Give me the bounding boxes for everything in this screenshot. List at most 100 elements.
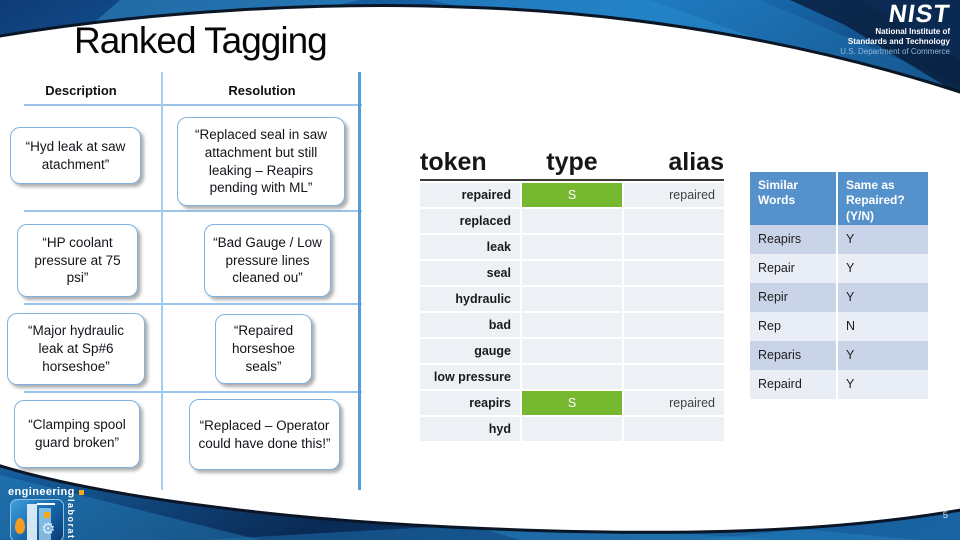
token-cell: hydraulic: [420, 287, 520, 311]
resolution-box: “Replaced – Operator could have done thi…: [189, 399, 340, 470]
description-box: “Hyd leak at saw atachment”: [10, 127, 141, 184]
flame-icon: [15, 518, 25, 534]
page-title: Ranked Tagging: [74, 20, 328, 61]
page-number: 5: [942, 510, 948, 521]
gear-icon: ⚙: [41, 521, 56, 538]
type-header: type: [546, 148, 598, 176]
resolution-column-header: Resolution: [228, 83, 296, 98]
alias-cell: [624, 235, 724, 259]
crane-hook-shape: [44, 512, 50, 518]
building-shape: [27, 504, 37, 540]
alias-cell: [624, 417, 724, 441]
nist-line2: Standards and Technology: [847, 37, 950, 46]
token-cell: hyd: [420, 417, 520, 441]
similar-word-cell: Repir: [750, 283, 836, 312]
type-cell: [522, 417, 622, 441]
token-cell: leak: [420, 235, 520, 259]
description-box: “HP coolant pressure at 75 psi”: [17, 224, 138, 297]
alias-cell: repaired: [624, 183, 724, 207]
similar-word-cell: Repair: [750, 254, 836, 283]
engineering-lab-emblem-icon: ⚙: [10, 499, 64, 540]
type-cell: S: [522, 183, 622, 207]
resolution-box: “Bad Gauge / Low pressure lines cleaned …: [204, 224, 331, 297]
alias-cell: [624, 287, 724, 311]
description-column-header: Description: [45, 83, 117, 98]
laboratory-label: laboratory: [66, 499, 76, 540]
token-cell: bad: [420, 313, 520, 337]
nist-line1: National Institute of: [875, 27, 950, 36]
crane-jib-shape: [37, 503, 55, 505]
type-cell: [522, 261, 622, 285]
engineering-label: engineering: [8, 486, 75, 498]
nist-logo: NIST National Institute of Standards and…: [840, 0, 952, 57]
token-table-row: hydraulic: [420, 287, 724, 311]
resolution-box: “Replaced seal in saw attachment but sti…: [177, 117, 345, 206]
type-cell: [522, 235, 622, 259]
token-header: token: [420, 148, 487, 176]
similar-word-cell: Reapirs: [750, 225, 836, 254]
alias-cell: [624, 313, 724, 337]
orange-square-icon: [78, 489, 84, 495]
token-table-row: gauge: [420, 339, 724, 363]
type-cell: [522, 339, 622, 363]
similar-words-header: Similar Words Same as Repaired? (Y/N): [750, 172, 928, 225]
same-as-repaired-cell: Y: [838, 225, 928, 254]
type-cell: [522, 209, 622, 233]
alias-cell: [624, 209, 724, 233]
grid-hline: [24, 303, 362, 305]
token-cell: low pressure: [420, 365, 520, 389]
token-table-row: replaced: [420, 209, 724, 233]
description-box: “Major hydraulic leak at Sp#6 horseshoe”: [7, 313, 145, 385]
token-table-header: token type alias: [420, 147, 724, 181]
token-cell: reapirs: [420, 391, 520, 415]
similar-word-cell: Reparis: [750, 341, 836, 370]
description-box: “Clamping spool guard broken”: [14, 400, 140, 468]
alias-cell: repaired: [624, 391, 724, 415]
same-as-repaired-cell: Y: [838, 341, 928, 370]
type-cell: [522, 313, 622, 337]
token-table-row: bad: [420, 313, 724, 337]
token-table-row: low pressure: [420, 365, 724, 389]
token-table-row: hyd: [420, 417, 724, 441]
grid-vline: [161, 72, 163, 490]
grid-vline: [358, 72, 361, 490]
type-cell: [522, 287, 622, 311]
similar-words-header-cell: Similar Words: [750, 172, 836, 225]
same-as-repaired-cell: N: [838, 312, 928, 341]
engineering-laboratory-logo: engineering ⚙ laboratory: [8, 486, 98, 540]
token-table-row: seal: [420, 261, 724, 285]
similar-words-table: Similar Words Same as Repaired? (Y/N) Re…: [750, 172, 928, 399]
similar-word-cell: Rep: [750, 312, 836, 341]
grid-hline: [24, 104, 362, 106]
alias-cell: [624, 365, 724, 389]
alias-header: alias: [668, 148, 724, 176]
grid-hline: [24, 391, 362, 393]
similar-word-cell: Repaird: [750, 370, 836, 399]
type-cell: [522, 365, 622, 389]
token-cell: repaired: [420, 183, 520, 207]
resolution-box: “Repaired horseshoe seals”: [215, 314, 312, 384]
nist-line3: U.S. Department of Commerce: [840, 47, 950, 56]
token-cell: gauge: [420, 339, 520, 363]
same-as-repaired-header-cell: Same as Repaired? (Y/N): [838, 172, 928, 225]
token-cell: seal: [420, 261, 520, 285]
same-as-repaired-cell: Y: [838, 254, 928, 283]
token-cell: replaced: [420, 209, 520, 233]
alias-cell: [624, 339, 724, 363]
token-table-row: leak: [420, 235, 724, 259]
grid-hline: [24, 210, 362, 212]
type-cell: S: [522, 391, 622, 415]
alias-cell: [624, 261, 724, 285]
